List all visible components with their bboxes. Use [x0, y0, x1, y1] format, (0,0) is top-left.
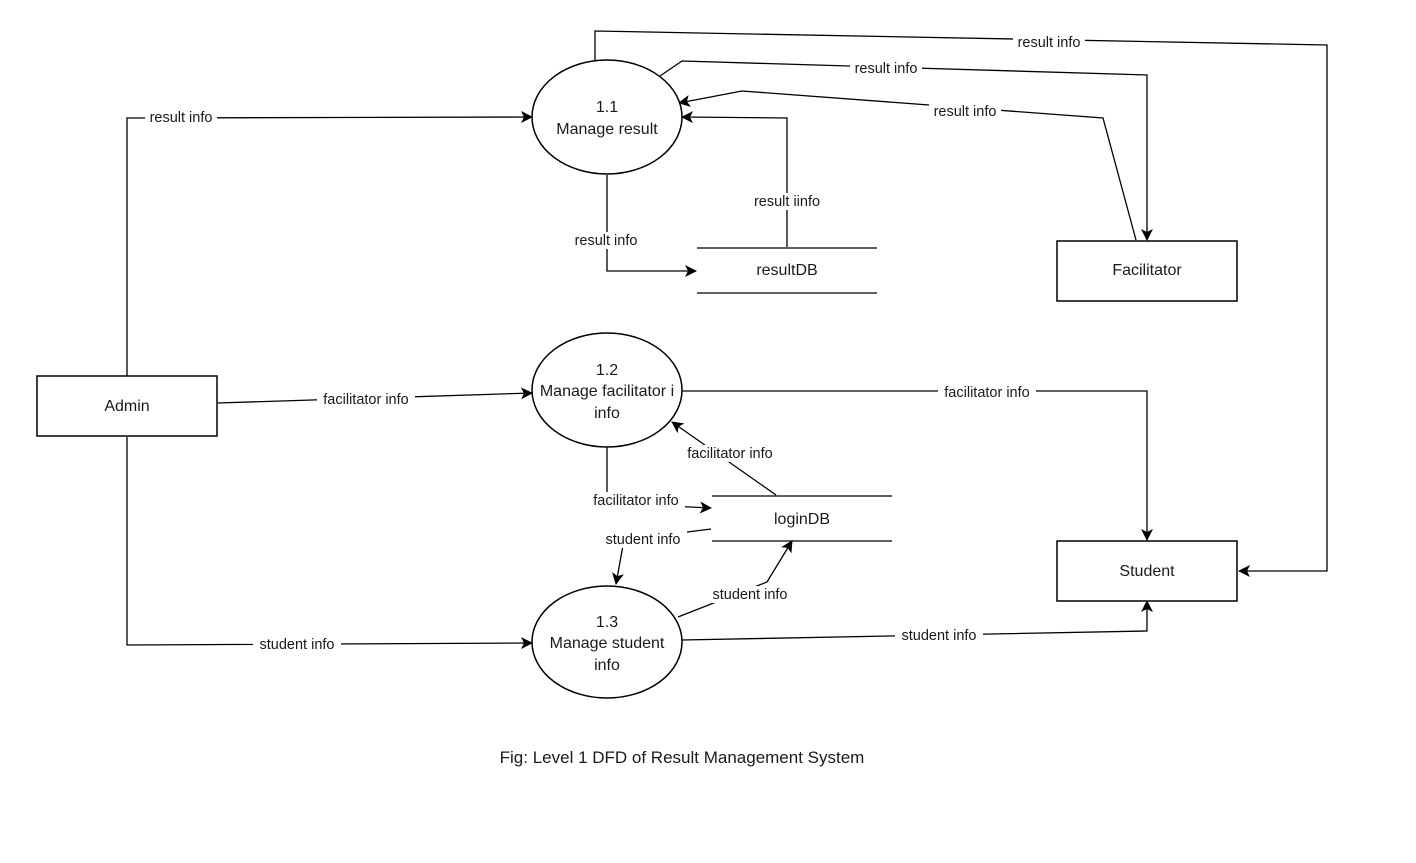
flow-p1-to-resultdb	[606, 175, 697, 277]
entity-student-label: Student	[1119, 563, 1175, 580]
process-1-3-number: 1.3	[596, 614, 618, 631]
process-1-2: 1.2 Manage facilitator i info	[531, 332, 683, 448]
process-1-2-number: 1.2	[596, 362, 618, 379]
flow-label-resultdb-to-p1: result iinfo	[748, 193, 826, 210]
flow-admin-to-p3	[126, 437, 533, 650]
svg-text:result info: result info	[855, 61, 918, 77]
flow-label-p2-to-logindb: facilitator info	[587, 492, 685, 509]
entity-admin: Admin	[36, 375, 218, 437]
process-1-1: 1.1 Manage result	[531, 59, 683, 175]
svg-text:result info: result info	[575, 233, 638, 249]
flow-label-admin-to-p3: student info	[253, 636, 341, 653]
flow-label-p1-to-resultdb: result info	[569, 232, 643, 249]
svg-text:facilitator info: facilitator info	[593, 493, 678, 509]
flow-p3-to-logindb	[677, 540, 793, 618]
process-1-3: 1.3 Manage student info	[531, 585, 683, 699]
entity-facilitator-label: Facilitator	[1112, 262, 1182, 279]
svg-text:result iinfo: result iinfo	[754, 194, 820, 210]
svg-text:student info: student info	[902, 628, 977, 644]
flow-p1-to-facilitator	[659, 60, 1153, 241]
flow-p3-to-student	[681, 600, 1153, 641]
process-1-2-name-line2: info	[594, 405, 620, 422]
svg-text:facilitator info: facilitator info	[944, 385, 1029, 401]
svg-text:student info: student info	[606, 532, 681, 548]
svg-text:facilitator info: facilitator info	[323, 392, 408, 408]
process-1-1-name: Manage result	[556, 121, 658, 138]
entity-admin-label: Admin	[104, 398, 149, 415]
figure-caption: Fig: Level 1 DFD of Result Management Sy…	[500, 748, 865, 767]
entity-student: Student	[1056, 540, 1238, 602]
flow-resultdb-to-p1	[681, 111, 788, 247]
flow-admin-to-p1	[126, 111, 533, 376]
flow-facilitator-to-p1	[678, 90, 1137, 241]
flow-label-p2-to-student: facilitator info	[938, 384, 1036, 401]
datastore-resultdb: resultDB	[697, 247, 877, 294]
flow-label-facilitator-to-p1: result info	[929, 103, 1001, 120]
svg-text:facilitator info: facilitator info	[687, 446, 772, 462]
datastore-resultdb-label: resultDB	[756, 262, 817, 279]
svg-text:result info: result info	[934, 104, 997, 120]
svg-text:student info: student info	[713, 587, 788, 603]
flow-label-admin-to-p2: facilitator info	[317, 391, 415, 408]
flow-label-p3-to-logindb: student info	[706, 586, 794, 603]
flow-label-p3-to-student: student info	[895, 627, 983, 644]
flow-p2-to-student	[682, 390, 1153, 541]
svg-text:result info: result info	[150, 110, 213, 126]
flow-label-logindb-to-p3: student info	[599, 531, 687, 548]
entity-facilitator: Facilitator	[1056, 240, 1238, 302]
process-1-1-number: 1.1	[596, 99, 618, 116]
datastore-logindb: loginDB	[712, 495, 892, 542]
svg-text:student info: student info	[260, 637, 335, 653]
flow-p1-to-student	[594, 30, 1328, 577]
process-1-3-name-line1: Manage student	[550, 635, 665, 652]
process-1-2-name-line1: Manage facilitator i	[540, 383, 674, 400]
flow-label-p1-to-facilitator: result info	[850, 60, 922, 77]
process-1-3-name-line2: info	[594, 657, 620, 674]
flow-label-logindb-to-p2: facilitator info	[681, 445, 779, 462]
flow-label-p1-to-student: result info	[1013, 34, 1085, 51]
flow-labels: result info result info result info resu…	[145, 34, 1085, 653]
svg-text:result info: result info	[1018, 35, 1081, 51]
datastore-logindb-label: loginDB	[774, 511, 830, 528]
flow-label-admin-to-p1: result info	[145, 109, 217, 126]
